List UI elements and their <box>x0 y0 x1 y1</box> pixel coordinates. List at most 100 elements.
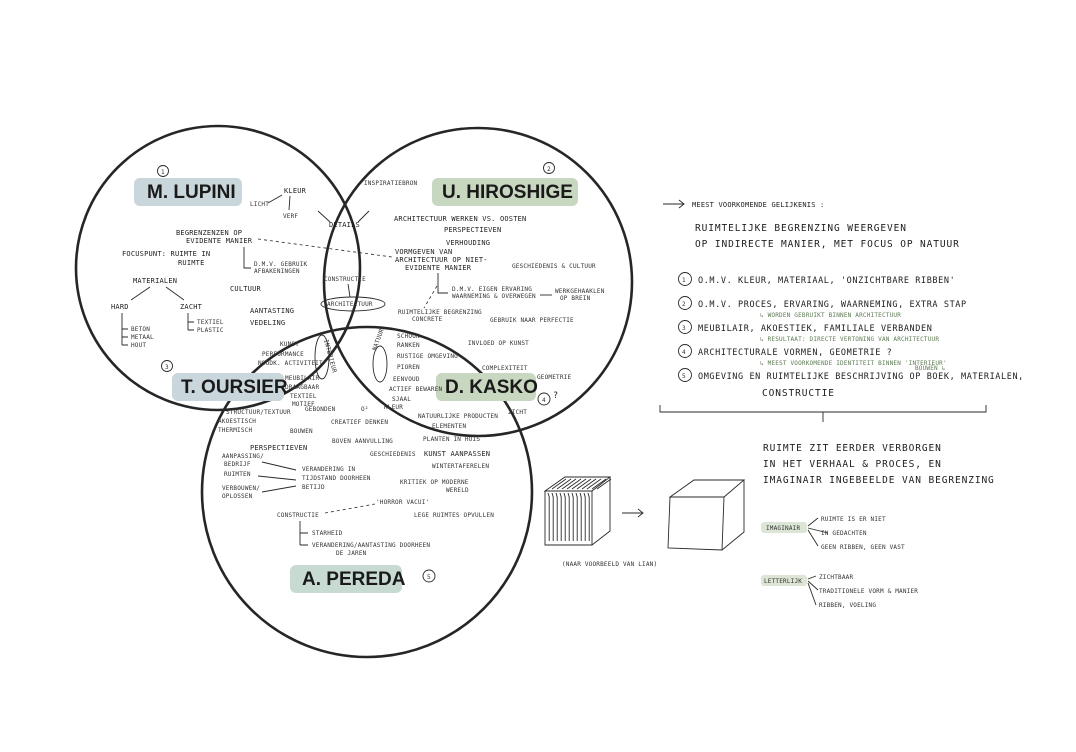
shared-note-creatief: CREATIEF DENKEN <box>331 419 388 426</box>
hiroshige-note-inspiratie: INSPIRATIEBRON <box>364 180 418 187</box>
right-item5-cont: CONSTRUCTIE <box>762 388 835 399</box>
summary-item-number-circle <box>678 344 692 358</box>
lupini-materialen-branches <box>130 286 185 301</box>
conclusion-2: IN HET VERHAAL & PROCES, EN <box>763 459 942 470</box>
sub-list-item: IN GEDACHTEN <box>821 530 867 537</box>
lupini-note-focus-1: FOCUSPUNT: RUIMTE IN <box>122 250 210 258</box>
right-heading-2: RUIMTELIJKE BEGRENZING WEERGEVEN <box>695 223 907 234</box>
shared-note-noodk: NOODK. ACTIVITEIT <box>258 360 323 367</box>
summary-item-number-circle <box>678 320 692 334</box>
pereda-note-perspectieven: PERSPECTIEVEN <box>250 444 307 452</box>
conclusion-3: IMAGINAIR INGEBEELDE VAN BEGRENZING <box>763 475 995 486</box>
shared-note-draagbaar: DRAAGBAAR <box>285 384 319 391</box>
pereda-note-horror: 'HORROR VACUI' <box>376 499 429 506</box>
summary-item-note: BOUWEN ↳ <box>915 365 946 372</box>
right-heading-1: MEEST VOORKOMENDE GELIJKENIS : <box>692 201 824 209</box>
hiroshige-note-complexiteit: COMPLEXITEIT <box>482 365 528 372</box>
shared-note-motief: MOTIEF <box>292 401 315 408</box>
texture-line <box>586 478 602 490</box>
hiroshige-note-gebruik: GEBRUIK NAAR PERFECTIE <box>490 317 574 324</box>
pereda-note-geschiedenis: GESCHIEDENIS <box>370 451 416 458</box>
hiroshige-circle <box>322 126 634 438</box>
oursier-number-circle <box>161 360 173 372</box>
hiroshige-note-dmv-1: D.M.V. EIGEN ERVARING <box>452 286 532 293</box>
summary-item-number: 4 <box>682 349 686 356</box>
shared-note-elementen: ELEMENTEN <box>432 423 466 430</box>
sub-list-item: GEEN RIBBEN, GEEN VAST <box>821 544 905 551</box>
hiroshige-name: U. HIROSHIGE <box>442 182 573 203</box>
shared-note-vormgeven-1: VORMGEVEN VAN <box>395 248 452 256</box>
texture-line <box>555 492 558 541</box>
lupini-note-hout: HOUT <box>131 342 146 349</box>
right-heading-3: OP INDIRECTE MANIER, MET FOCUS OP NATUUR <box>695 239 960 250</box>
letterlijk-tag: LETTERLIJK <box>764 578 802 585</box>
pereda-note-kritiek-2: WERELD <box>446 487 469 494</box>
pereda-note-verbouwen-1: VERBOUWEN/ <box>222 485 260 492</box>
pereda-note-verandering-3: BETIJD <box>302 484 325 491</box>
shared-note-gebonden: GEBONDEN <box>305 406 336 413</box>
texture-line <box>571 492 574 541</box>
lupini-number-circle <box>157 165 169 177</box>
imaginair-branches <box>807 517 829 547</box>
summary-brace <box>659 405 987 422</box>
texture-line <box>587 492 590 541</box>
sub-list-item: ZICHTBAAR <box>819 574 853 581</box>
pereda-note-ruimten: RUIMTEN <box>224 471 251 478</box>
shared-note-kunst: KUNST <box>280 341 299 348</box>
summary-item-note: ↳ MEEST VOORKOMENDE IDENTITEIT BINNEN 'I… <box>760 360 947 367</box>
vormgeven-to-ruimtelijke-dash <box>423 285 438 309</box>
summary-list: 1 O.M.V. KLEUR, MATERIAAL, 'ONZICHTBARE R… <box>678 272 1024 382</box>
texture-line <box>571 478 587 490</box>
pereda-note-boven: BOVEN AANVULLING <box>332 438 393 445</box>
summary-item-text: O.M.V. KLEUR, MATERIAAL, 'ONZICHTBARE RI… <box>698 276 955 286</box>
lupini-note-textiel: TEXTIEL <box>197 319 224 326</box>
interieur-tag-bubble <box>314 334 330 380</box>
summary-item-text: MEUBILAIR, AKOESTIEK, FAMILIALE VERBANDE… <box>698 324 932 334</box>
summary-item-number-circle <box>678 368 692 382</box>
hiroshige-note-dmv-2: WAARNEMING & OVERWEGEN <box>452 293 536 300</box>
texture-line <box>566 478 582 490</box>
lupini-note-dmv-1: D.M.V. GEBRUIK <box>254 261 308 268</box>
shared-note-textiel: TEXTIEL <box>290 393 317 400</box>
pereda-note-aanpassing-1: AANPASSING/ <box>222 453 264 460</box>
texture-line <box>591 478 607 490</box>
pereda-note-starheid: STARHEID <box>312 530 343 537</box>
texture-line <box>576 478 592 490</box>
pereda-number: 5 <box>427 574 431 581</box>
shared-note-rustige: RUSTIGE OMGEVING <box>397 353 458 360</box>
lupini-note-kleur: KLEUR <box>284 187 307 195</box>
summary-item-note: ↳ RESULTAAT: DIRECTE VERTONING VAN ARCHI… <box>760 336 939 343</box>
texture-line <box>559 492 562 541</box>
lupini-note-aantasting: AANTASTING <box>250 307 294 315</box>
imaginair-tag: IMAGINAIR <box>766 525 800 532</box>
kasko-name: D. KASKO <box>445 377 538 398</box>
kasko-label-bg <box>436 373 536 401</box>
shared-note-eenvoud: EENVOUD <box>393 376 420 383</box>
natuur-tag-bubble <box>372 345 388 383</box>
summary-item-number: 1 <box>682 277 686 284</box>
texture-line <box>551 492 554 541</box>
shared-note-vormgeven-2: ARCHITECTUUR OP NIET- <box>395 256 488 264</box>
pereda-note-verandering-2: TIJDSTAND DOORHEEN <box>302 475 371 482</box>
constructie-to-architectuur <box>347 283 351 298</box>
lupini-kleur-branches <box>267 194 291 211</box>
texture-line <box>567 492 570 541</box>
shared-note-kleur: KLEUR <box>384 404 403 411</box>
plain-block-sketch <box>667 479 746 551</box>
architectuur-tag-bubble <box>320 296 386 312</box>
lupini-note-beton: BETON <box>131 326 150 333</box>
shared-note-natuurlijke: NATUURLIJKE PRODUCTEN <box>418 413 498 420</box>
hiroshige-note-geometrie: GEOMETRIE <box>537 374 571 381</box>
pereda-name: A. PEREDA <box>302 569 406 590</box>
texture-line <box>581 478 597 490</box>
imaginair-list: RUIMTE IS ER NIET IN GEDACHTEN GEEN RIBBEN… <box>821 516 905 551</box>
sub-list-item: RIBBEN, VOELING <box>819 602 876 609</box>
begrenzing-to-vormgeven-dash <box>257 238 393 258</box>
lupini-note-metaal: METAAL <box>131 334 154 341</box>
summary-item-text: OMGEVING EN RUIMTELIJKE BESCHRIJVING OP … <box>698 372 1024 382</box>
oursier-name: T. OURSIER <box>181 377 288 398</box>
sub-list-item: RUIMTE IS ER NIET <box>821 516 886 523</box>
shared-note-pioren: PIOREN <box>397 364 420 371</box>
texture-line <box>551 478 567 490</box>
lupini-note-hard: HARD <box>111 303 129 311</box>
